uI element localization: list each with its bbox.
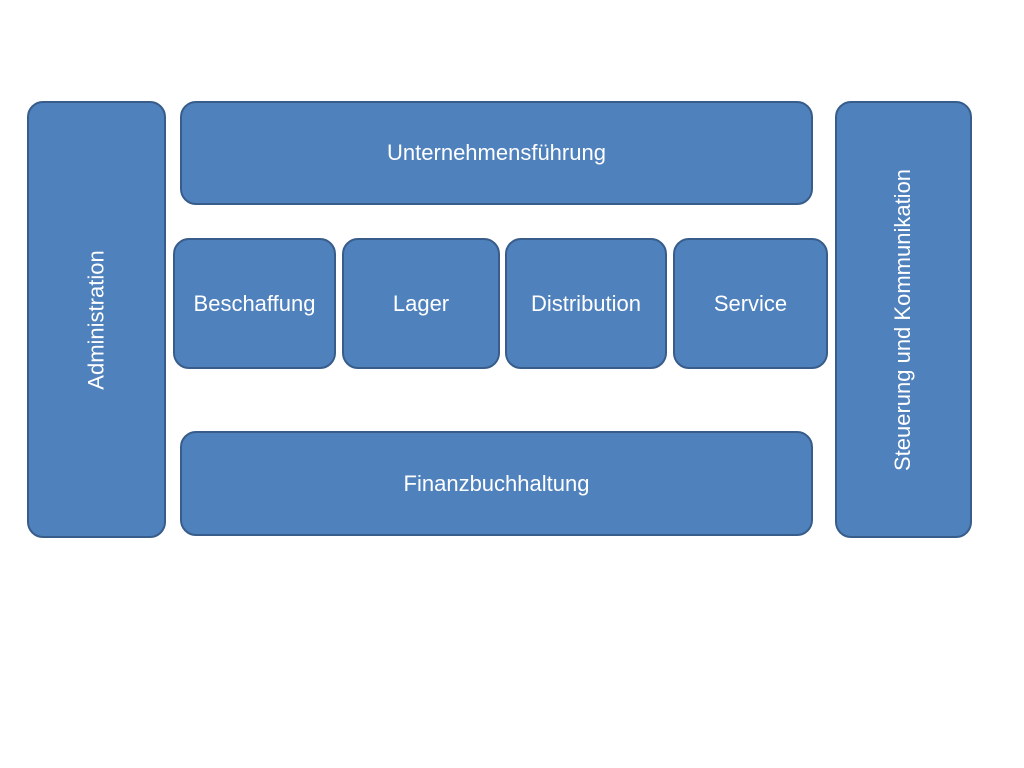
- service-box: Service: [673, 238, 828, 369]
- finanzbuchhaltung-box: Finanzbuchhaltung: [180, 431, 813, 536]
- beschaffung-label: Beschaffung: [193, 290, 316, 316]
- steuerung-kommunikation-box: Steuerung und Kommunikation: [835, 101, 972, 538]
- distribution-box: Distribution: [505, 238, 667, 369]
- service-label: Service: [713, 290, 788, 316]
- administration-label: Administration: [83, 249, 109, 390]
- distribution-label: Distribution: [530, 290, 642, 316]
- unternehmensfuehrung-box: Unternehmensführung: [180, 101, 813, 205]
- lager-box: Lager: [342, 238, 500, 369]
- steuerung-kommunikation-label: Steuerung und Kommunikation: [890, 168, 916, 471]
- administration-box: Administration: [27, 101, 166, 538]
- beschaffung-box: Beschaffung: [173, 238, 336, 369]
- finanzbuchhaltung-label: Finanzbuchhaltung: [403, 470, 590, 496]
- unternehmensfuehrung-label: Unternehmensführung: [387, 140, 606, 165]
- lager-label: Lager: [392, 290, 450, 316]
